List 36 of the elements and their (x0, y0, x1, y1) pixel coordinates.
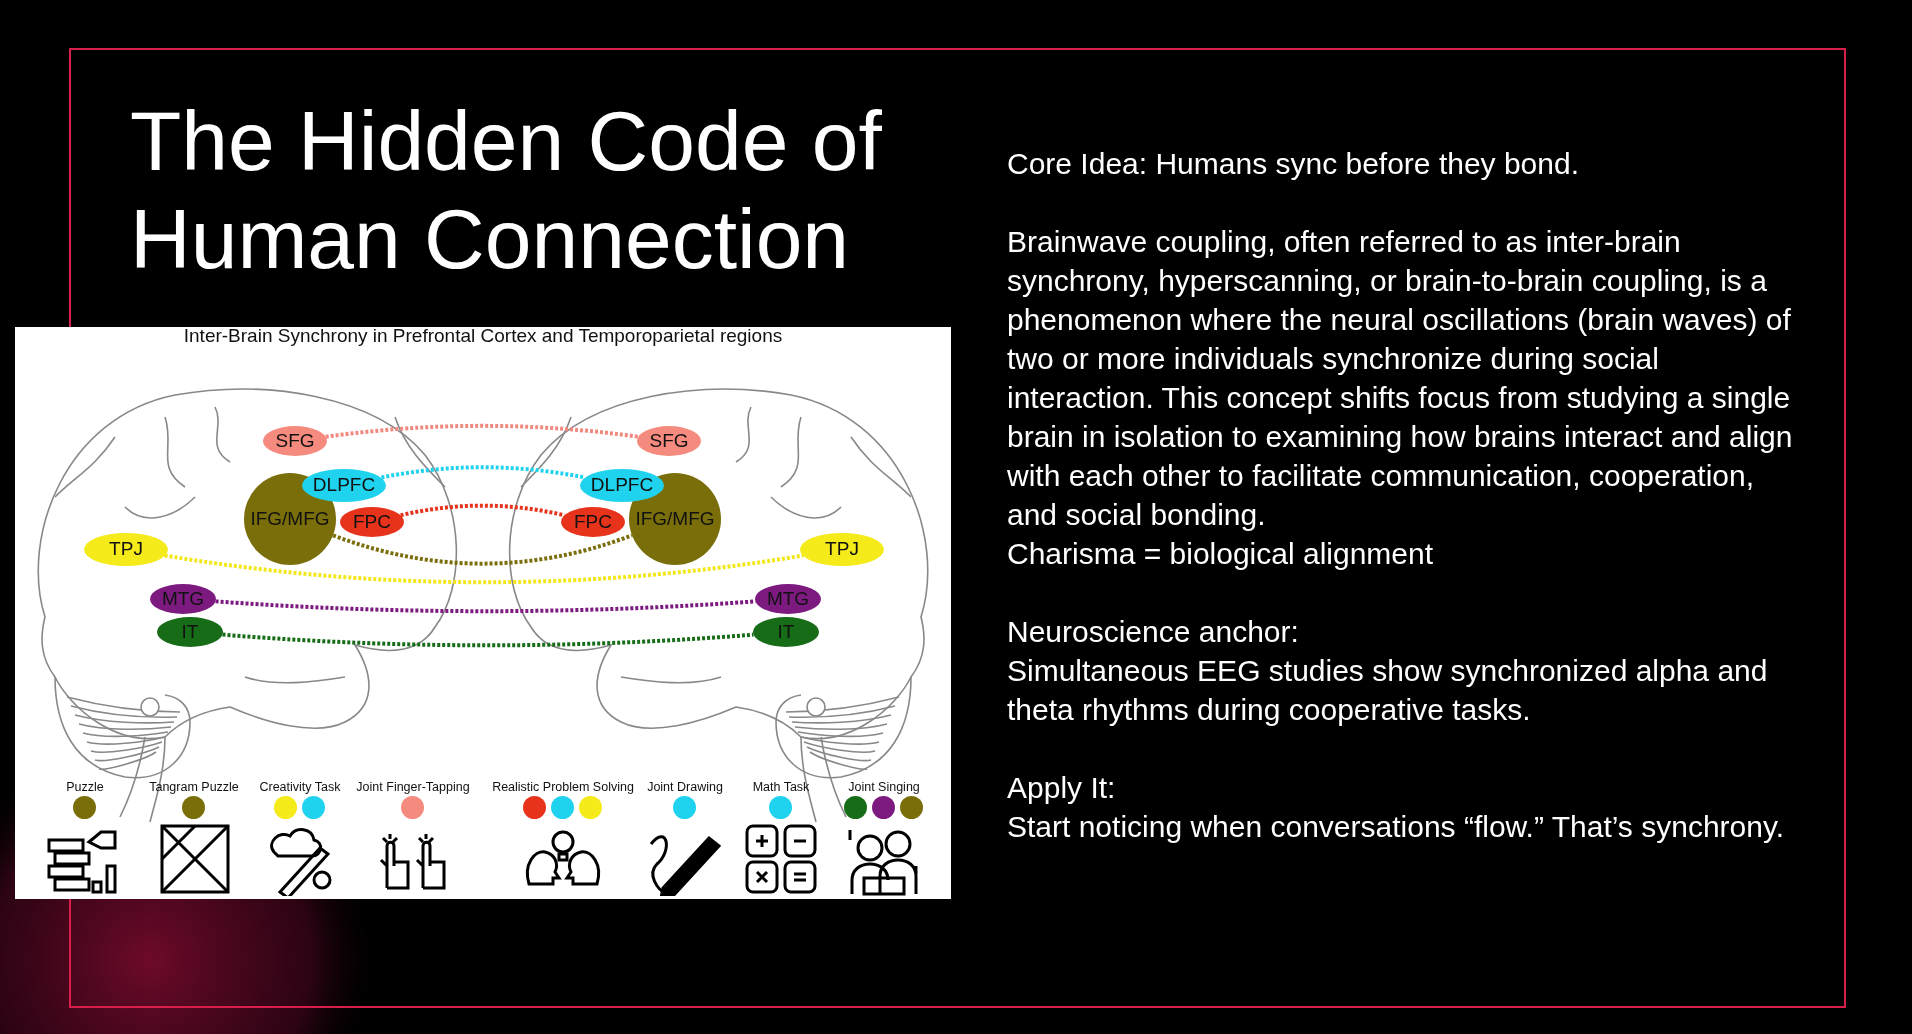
dotted-connector (164, 553, 804, 585)
section-heading: Neuroscience anchor: (1007, 614, 1300, 650)
slide-title: The Hidden Code of Human Connection (130, 93, 883, 288)
dotted-connector (222, 632, 754, 648)
brain-region-marker: TPJ (84, 532, 168, 566)
figure-caption: Inter-Brain Synchrony in Prefrontal Cortex and Temporoparietal regions (182, 325, 784, 347)
dotted-connector (381, 465, 585, 480)
body-text: Charisma = biological alignment (1007, 536, 1435, 572)
dotted-connector (400, 503, 565, 518)
brain-region-marker: DLPFC (580, 468, 664, 502)
body-text: Simultaneous EEG studies show synchronized alpha and theta rhythms during cooperative tasks. (1007, 653, 1769, 728)
task-label: Realistic Problem Solving (492, 780, 634, 794)
brain-region-marker: MTG (150, 584, 216, 614)
core-idea-text: Core Idea: Humans sync before they bond. (1007, 146, 1580, 182)
section-heading: Apply It: (1007, 770, 1117, 806)
brain-region-marker: IT (157, 617, 223, 647)
body-paragraph: Brainwave coupling, often referred to as inter-brain synchrony, hyperscanning, or brain-to-brain coupling, is a phenomenon where the neural oscillations (brain waves) of two or more individuals synchronize during social interaction. This concept shifts focus from studying a single brain in isolation to examining how brains interact and align with each other to facilitate communication, cooperation, and social bonding. (1007, 224, 1794, 533)
brain-region-marker: FPC (340, 507, 404, 537)
task-label: Math Task (752, 780, 810, 794)
brain-region-marker: TPJ (800, 532, 884, 566)
dotted-connector (332, 533, 633, 566)
brain-region-marker: FPC (561, 507, 625, 537)
body-text: Start noticing when conversations “flow.” That’s synchrony. (1007, 809, 1786, 845)
brain-region-marker: DLPFC (302, 468, 386, 502)
brain-region-marker: MTG (755, 584, 821, 614)
task-label: Puzzle (66, 780, 104, 794)
dotted-connector (215, 599, 756, 614)
task-label: Tangram Puzzle (149, 780, 239, 794)
task-label: Creativity Task (259, 780, 341, 794)
brain-region-marker: IT (753, 617, 819, 647)
brain-region-marker: SFG (637, 426, 701, 456)
dotted-connector (325, 423, 639, 439)
task-label: Joint Singing (848, 780, 920, 794)
task-label: Joint Drawing (647, 780, 723, 794)
task-label: Joint Finger-Tapping (356, 780, 470, 794)
brain-region-marker: SFG (263, 426, 327, 456)
